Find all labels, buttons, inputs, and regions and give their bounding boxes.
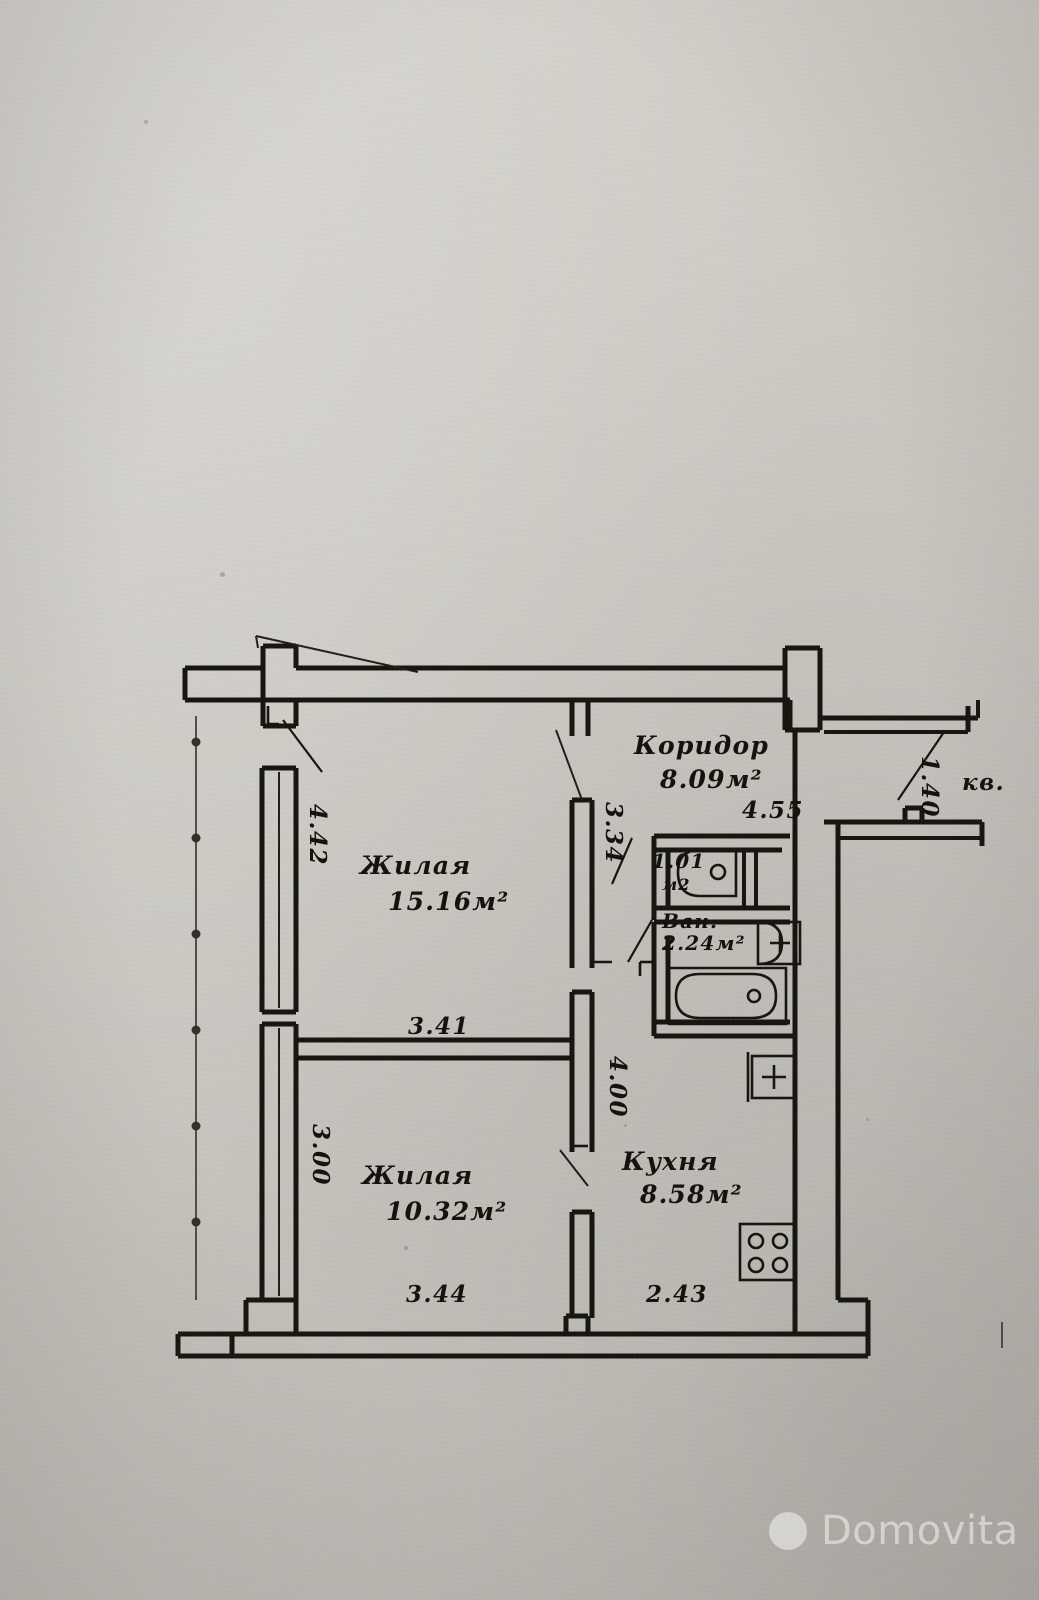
structural-walls: [175, 635, 985, 1359]
toilet-fixture: [676, 848, 738, 898]
room-label-zhilaya2-area: 10.32м²: [386, 1197, 507, 1226]
dimension-kitchen-bottom: 2.43: [645, 1281, 708, 1308]
bathtub-fixture: [668, 966, 788, 1026]
dimension-balcony-diagonal: 1.40: [916, 756, 943, 818]
paper-speck: [404, 1246, 408, 1250]
sink-fixture-upper: [756, 920, 802, 966]
dimension-corridor-horizontal: 4.55: [742, 797, 804, 824]
dimension-living-bottom: 3.44: [406, 1281, 468, 1308]
room-label-korridor-area: 8.09м²: [659, 765, 763, 794]
room-label-tualet-unit: м2: [662, 875, 691, 894]
room-label-zhilaya1-name: Жилая: [358, 851, 471, 880]
paper-speck: [144, 120, 148, 124]
room-label-tualet-area: 1.01: [652, 849, 706, 873]
dimension-left-upper: 4.42: [304, 804, 331, 866]
room-label-kuhnya-area: 8.58м²: [639, 1180, 743, 1209]
room-label-zhilaya2-name: Жилая: [360, 1161, 473, 1190]
room-label-vannaya-area: 2.24м²: [661, 931, 746, 955]
apartment-marker-label: кв.: [962, 769, 1005, 796]
dimension-lines: [191, 716, 1003, 1348]
leader-lines: [282, 719, 945, 963]
paper-speck: [866, 1118, 869, 1121]
dimension-middle-lower: 4.00: [604, 1056, 631, 1118]
kitchen-sink-fixture: [746, 1052, 796, 1102]
room-label-korridor-name: Коридор: [633, 731, 769, 760]
plumbing-fixtures: [668, 848, 802, 1282]
room-label-zhilaya1-area: 15.16м²: [388, 887, 509, 916]
dimension-left-lower: 3.00: [307, 1124, 334, 1186]
room-label-vannaya-name: Ван.: [661, 909, 718, 933]
paper-speck: [624, 1124, 627, 1127]
stove-fixture: [738, 1222, 798, 1282]
interior-partitions: [293, 700, 795, 1318]
dimension-living-top: 3.41: [408, 1013, 470, 1040]
paper-speck: [220, 572, 225, 577]
room-label-kuhnya-name: Кухня: [621, 1147, 719, 1176]
dimension-middle-upper: 3.34: [600, 802, 627, 864]
